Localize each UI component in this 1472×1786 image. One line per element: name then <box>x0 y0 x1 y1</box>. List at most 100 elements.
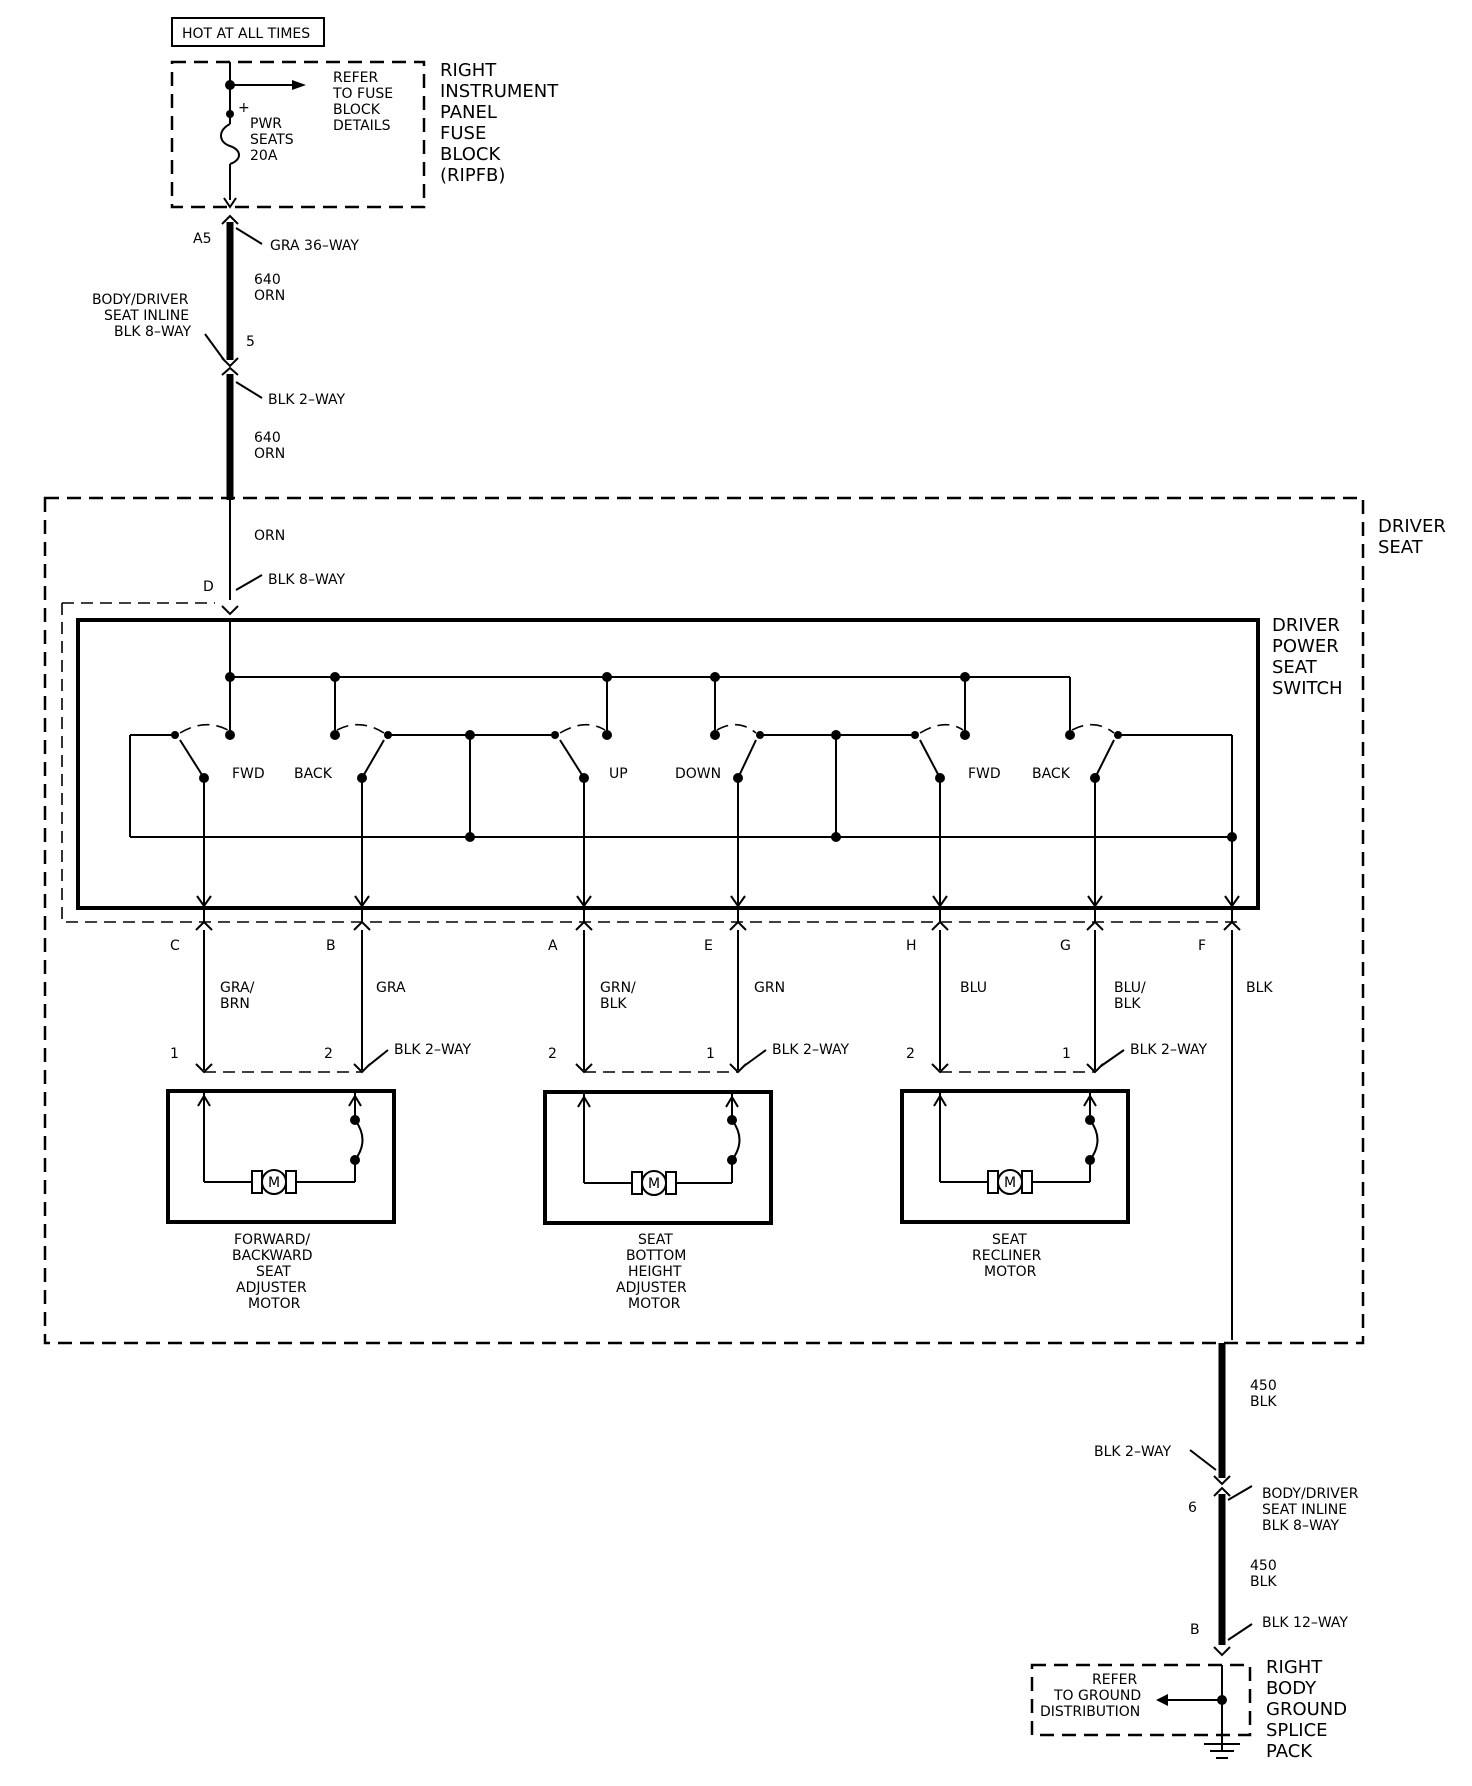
pin-g: G <box>1060 938 1071 954</box>
inline-connector-label-bottom: BODY/DRIVER SEAT INLINE BLK 8–WAY <box>1262 1486 1359 1534</box>
ground-splice-internal <box>1156 1665 1240 1759</box>
svg-text:POWER: POWER <box>1272 636 1339 657</box>
blk-12-way-label: BLK 12–WAY <box>1262 1615 1348 1631</box>
wire-blu-blk-label-1: BLU/ <box>1114 980 1146 996</box>
switch-back-label-1: BACK <box>294 766 333 782</box>
wire-orn-label: ORN <box>254 528 285 544</box>
motor-feed-wires <box>203 930 1233 1340</box>
svg-text:450: 450 <box>1250 1558 1277 1574</box>
svg-text:ORN: ORN <box>254 446 285 462</box>
wire-450-blk-label-1: 450 BLK <box>1250 1378 1277 1410</box>
svg-text:1: 1 <box>170 1046 179 1062</box>
svg-text:MOTOR: MOTOR <box>248 1296 301 1312</box>
svg-text:TO FUSE: TO FUSE <box>332 86 393 102</box>
pin-b-ground: B <box>1190 1622 1200 1638</box>
wire-grn-blk-label-2: BLK <box>600 996 627 1012</box>
driver-seat-box <box>43 496 1365 1345</box>
svg-text:SWITCH: SWITCH <box>1272 678 1343 699</box>
pin-d: D <box>203 579 214 595</box>
wire-color-labels: GRA/ BRN GRA GRN/ BLK GRN BLU BLU/ BLK B… <box>220 980 1273 1012</box>
wire-640-orn-label-2: 640 ORN <box>254 430 285 462</box>
fuse-rating-label: PWR SEATS 20A <box>250 116 294 164</box>
pin-f: F <box>1198 938 1206 954</box>
svg-text:FUSE: FUSE <box>440 123 486 144</box>
svg-text:PWR: PWR <box>250 116 282 132</box>
pin-a5: A5 <box>193 231 211 247</box>
gra-36-way-label: GRA 36–WAY <box>270 238 359 254</box>
feed-connector-symbols <box>204 214 263 399</box>
svg-text:BLK: BLK <box>1250 1394 1277 1410</box>
svg-text:DRIVER: DRIVER <box>1272 615 1340 636</box>
pin-6: 6 <box>1188 1500 1197 1516</box>
svg-text:1: 1 <box>706 1046 715 1062</box>
svg-text:RIGHT: RIGHT <box>1266 1657 1323 1678</box>
seat-recliner-motor: M <box>900 1089 1130 1224</box>
pin-h: H <box>906 938 917 954</box>
seat-bottom-height-motor: M <box>543 1090 773 1225</box>
wire-blk-label: BLK <box>1246 980 1273 996</box>
pin-a: A <box>548 938 558 954</box>
svg-text:FORWARD/: FORWARD/ <box>234 1232 310 1248</box>
svg-text:640: 640 <box>254 430 281 446</box>
pin-d-connector <box>221 605 239 616</box>
svg-text:TO GROUND: TO GROUND <box>1053 1688 1141 1704</box>
wire-blu-blk-label-2: BLK <box>1114 996 1141 1012</box>
forward-backward-motor: M <box>166 1089 396 1224</box>
inline-connector-label-top: BODY/DRIVER SEAT INLINE BLK 8–WAY <box>92 292 192 340</box>
svg-text:450: 450 <box>1250 1378 1277 1394</box>
wire-gra-brn-label-2: BRN <box>220 996 250 1012</box>
switch-connector-pins <box>195 920 1241 931</box>
svg-text:1: 1 <box>1062 1046 1071 1062</box>
switch-connector-outline <box>61 602 1238 923</box>
svg-text:BLOCK: BLOCK <box>440 144 501 165</box>
svg-text:20A: 20A <box>250 148 278 164</box>
switch-down-label: DOWN <box>675 766 721 782</box>
svg-text:BLK 8–WAY: BLK 8–WAY <box>1262 1518 1340 1534</box>
switch-position-labels: FWD BACK UP DOWN FWD BACK <box>232 766 1071 782</box>
wire-gra-brn-label-1: GRA/ <box>220 980 255 996</box>
svg-text:BLK 2–WAY: BLK 2–WAY <box>772 1042 850 1058</box>
svg-text:MOTOR: MOTOR <box>628 1296 681 1312</box>
blk-2-way-label-bottom: BLK 2–WAY <box>1094 1444 1172 1460</box>
switch-fwd-label-1: FWD <box>232 766 265 782</box>
svg-text:DISTRIBUTION: DISTRIBUTION <box>1040 1704 1140 1720</box>
hot-at-all-times-label: HOT AT ALL TIMES <box>182 26 310 42</box>
svg-text:SEAT: SEAT <box>638 1232 673 1248</box>
motor-connectors <box>195 1049 1125 1074</box>
switch-fwd-label-2: FWD <box>968 766 1001 782</box>
wire-grn-label: GRN <box>754 980 785 996</box>
seat-recliner-motor-label: SEAT RECLINER MOTOR <box>972 1232 1042 1280</box>
fuse-block-name: RIGHT INSTRUMENT PANEL FUSE BLOCK (RIPFB… <box>440 60 559 186</box>
pin-5: 5 <box>246 334 255 350</box>
svg-text:SEATS: SEATS <box>250 132 294 148</box>
fuse-plus-sign: + <box>238 100 250 116</box>
blk-8-way-leader <box>235 574 263 591</box>
svg-text:SEAT: SEAT <box>1272 657 1318 678</box>
driver-seat-label: DRIVER SEAT <box>1378 516 1446 558</box>
svg-text:ADJUSTER: ADJUSTER <box>616 1280 687 1296</box>
svg-text:REFER: REFER <box>333 70 378 86</box>
pin-e: E <box>704 938 713 954</box>
svg-text:2: 2 <box>324 1046 333 1062</box>
svg-text:SEAT INLINE: SEAT INLINE <box>104 308 189 324</box>
blk-8-way-label: BLK 8–WAY <box>268 572 346 588</box>
wire-grn-blk-label-1: GRN/ <box>600 980 636 996</box>
svg-text:2: 2 <box>548 1046 557 1062</box>
switch-up-label: UP <box>609 766 628 782</box>
svg-text:BODY/DRIVER: BODY/DRIVER <box>1262 1486 1359 1502</box>
wire-blu-label: BLU <box>960 980 987 996</box>
svg-text:BOTTOM: BOTTOM <box>626 1248 686 1264</box>
svg-text:MOTOR: MOTOR <box>984 1264 1037 1280</box>
svg-text:DETAILS: DETAILS <box>333 118 391 134</box>
pin-b: B <box>326 938 336 954</box>
svg-text:2: 2 <box>906 1046 915 1062</box>
svg-text:640: 640 <box>254 272 281 288</box>
fuse-block-internal <box>220 62 306 209</box>
ground-splice-pack-box <box>1030 1663 1252 1737</box>
switch-back-label-2: BACK <box>1032 766 1071 782</box>
svg-text:BODY: BODY <box>1266 1678 1317 1699</box>
pin-c: C <box>170 938 180 954</box>
motor-symbol: M <box>648 1176 660 1192</box>
svg-text:(RIPFB): (RIPFB) <box>440 165 505 186</box>
